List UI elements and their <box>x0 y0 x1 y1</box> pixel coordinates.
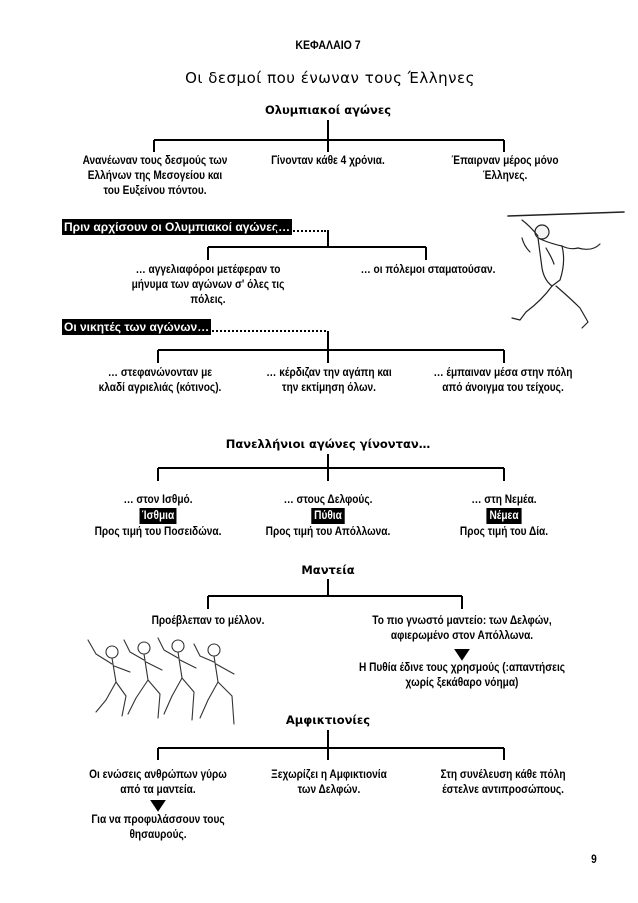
page-title: Οι δεσμοί που ένωναν τους Έλληνες <box>185 69 475 87</box>
amphictyonies-item-assembly: Στη συνέλευση κάθε πόλη έστελνε αντιπροσ… <box>440 769 566 796</box>
winners-item-love: … κέρδιζαν την αγάπη και την εκτίμηση όλ… <box>266 367 392 394</box>
panhellenic-nemea: … στη Νεμέα. Νέμεα Προς τιμή του Δία. <box>434 492 575 540</box>
olympic-heading: Ολυμπιακοί αγώνες <box>264 103 392 117</box>
page-number: 9 <box>591 854 597 866</box>
panhellenic-heading: Πανελλήνιοι αγώνες γίνονταν… <box>225 437 431 451</box>
panhellenic-isthmia: … στον Ισθμό. Ίσθμια Προς τιμή του Ποσει… <box>88 492 229 540</box>
olympic-item-only-greeks: Έπαιρναν μέρος μόνο Έλληνες. <box>451 155 559 182</box>
winners-item-wall-opening: … έμπαιναν μέσα στην πόλη από άνοιγμα το… <box>433 367 573 394</box>
oracles-right: Το πιο γνωστό μαντείο: των Δελφών, αφιερ… <box>372 615 552 642</box>
before-dots <box>274 230 326 232</box>
before-item-wars-stop: … οι πόλεμοι σταματούσαν. <box>360 264 496 276</box>
isthmia-place: … στον Ισθμό. <box>123 494 193 506</box>
oracles-pythia: Η Πυθία έδινε τους χρησμούς (:απαντήσεις… <box>358 662 566 689</box>
amphictyonies-heading: Αμφικτιονίες <box>285 713 371 727</box>
oracles-left: Προέβλεπαν το μέλλον. <box>151 615 265 627</box>
pythia-honor: Προς τιμή του Απόλλωνα. <box>265 526 391 538</box>
olympic-item-ties: Ανανέωναν τους δεσμούς των Ελλήνων της Μ… <box>82 155 228 197</box>
pythia-place: … στους Δελφούς. <box>283 494 373 506</box>
javelin-thrower-illustration <box>507 211 625 329</box>
before-games-label: Πριν αρχίσουν οι Ολυμπιακοί αγώνες… <box>62 219 293 235</box>
pythia-badge: Πύθια <box>311 508 345 524</box>
nemea-place: … στη Νεμέα. <box>471 494 537 506</box>
runners-illustration <box>87 637 235 725</box>
nemea-honor: Προς τιμή του Δία. <box>459 526 549 538</box>
panhellenic-pythia: … στους Δελφούς. Πύθια Προς τιμή του Από… <box>258 492 399 540</box>
amphictyonies-sub: Για να προφυλάσσουν τους θησαυρούς. <box>91 814 225 841</box>
isthmia-badge: Ίσθμια <box>139 508 177 524</box>
nemea-badge: Νέμεα <box>486 508 522 524</box>
isthmia-honor: Προς τιμή του Ποσειδώνα. <box>94 526 222 538</box>
amphictyonies-item-unions: Οι ενώσεις ανθρώπων γύρω από τα μαντεία. <box>89 769 227 796</box>
oracles-heading: Μαντεία <box>301 563 355 577</box>
chapter-label: ΚΕΦΑΛΑΙΟ 7 <box>295 38 361 52</box>
winners-dots <box>200 330 326 332</box>
before-item-messengers: … αγγελιαφόροι μετέφεραν το μήνυμα των α… <box>131 264 285 306</box>
olympic-item-every-4-years: Γίνονταν κάθε 4 χρόνια. <box>271 155 385 167</box>
winners-label: Οι νικητές των αγώνων… <box>62 319 212 335</box>
winners-item-wreath: … στεφανώνονταν με κλαδί αγριελιάς (κότι… <box>98 367 222 394</box>
amphictyonies-item-delphi: Ξεχωρίζει η Αμφικτιονία των Δελφών. <box>271 769 387 796</box>
